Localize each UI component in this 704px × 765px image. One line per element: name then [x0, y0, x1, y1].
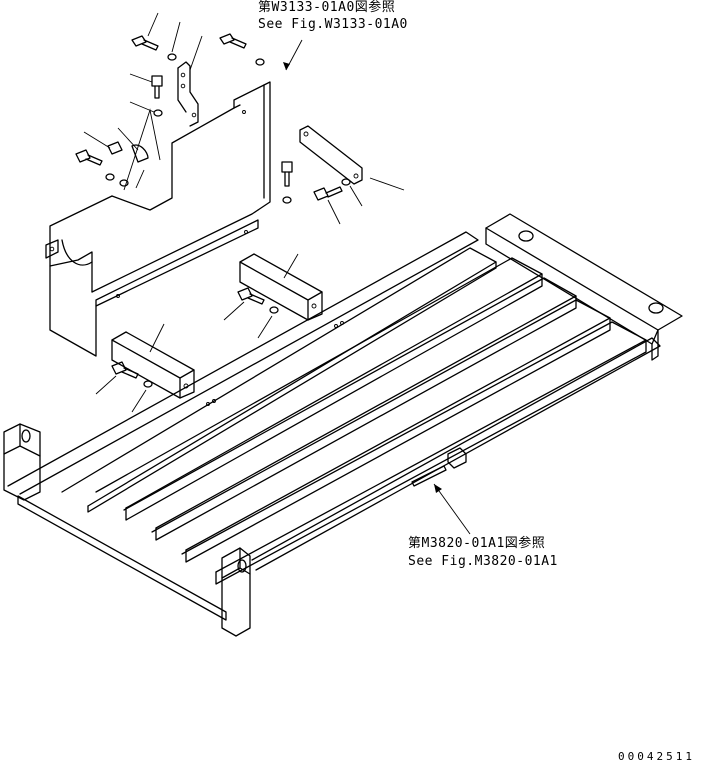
reference-w3133-arrowhead	[283, 62, 290, 70]
reference-m3820-leader	[433, 483, 471, 535]
support-bracket-right	[223, 253, 344, 339]
drawing-number: 00042511	[618, 750, 695, 763]
strap-bracket	[281, 125, 405, 225]
z-bracket	[177, 61, 199, 127]
mounting-bracket	[45, 81, 271, 357]
reference-m3820-en: See Fig.M3820-01A1	[408, 554, 558, 569]
reference-w3133: 第W3133-01A0図参照 See Fig.W3133-01A0	[258, 0, 408, 71]
reference-m3820-arrowhead	[434, 484, 442, 493]
fastener-cluster-top	[75, 12, 265, 191]
support-bracket-left	[95, 323, 216, 413]
reference-w3133-jp: 第W3133-01A0図参照	[258, 0, 395, 15]
reference-w3133-en: See Fig.W3133-01A0	[258, 17, 408, 32]
reference-m3820-jp: 第M3820-01A1図参照	[408, 535, 545, 551]
reference-m3820: 第M3820-01A1図参照 See Fig.M3820-01A1	[408, 483, 558, 569]
rack-frame	[3, 213, 683, 637]
